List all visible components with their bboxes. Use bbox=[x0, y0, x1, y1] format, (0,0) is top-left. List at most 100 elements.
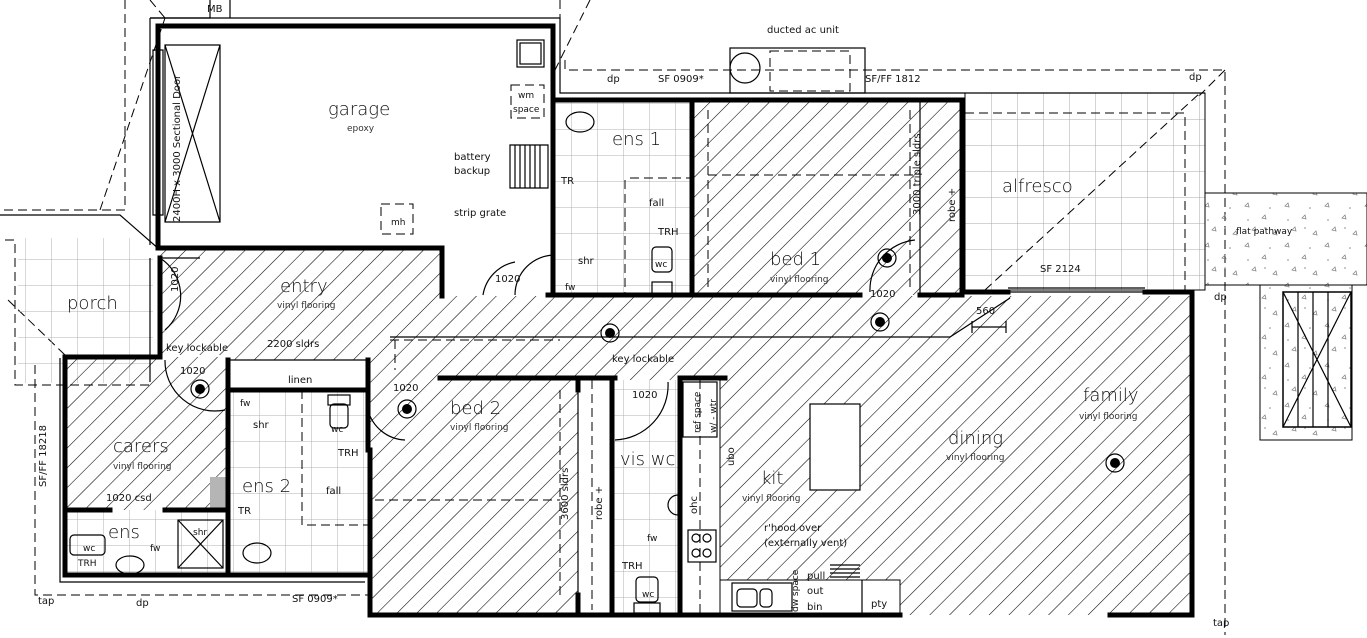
label-externally-vent: (externally vent) bbox=[764, 538, 847, 549]
downlight-icon bbox=[1105, 453, 1125, 473]
label-fw-vis-wc: fw bbox=[647, 534, 657, 544]
label-ohc: ohc bbox=[689, 496, 700, 514]
label-backup: backup bbox=[454, 166, 490, 177]
robe2-floor bbox=[578, 380, 612, 615]
kitchen-island bbox=[809, 403, 861, 491]
label-sf-0909-bottom: SF 0909* bbox=[292, 594, 338, 605]
label-dp: dp bbox=[607, 74, 620, 85]
kit-finish: vinyl flooring bbox=[742, 494, 801, 504]
room-bed1: bed 1 bbox=[770, 249, 821, 270]
label-shr-ens: shr bbox=[193, 528, 207, 538]
label-out: out bbox=[807, 586, 823, 597]
label-ubo: ubo bbox=[726, 447, 737, 466]
label-wc: wc bbox=[655, 260, 667, 270]
room-ens1: ens 1 bbox=[612, 129, 661, 150]
label-tap: tap bbox=[38, 596, 54, 607]
dimension-line bbox=[971, 321, 1007, 333]
label-trh-ens2: TRH bbox=[337, 448, 359, 459]
room-family: family bbox=[1083, 385, 1139, 406]
carers-floor-hatch bbox=[65, 357, 228, 510]
kitchen-bench-back bbox=[719, 579, 901, 616]
label-robe1: robe + bbox=[947, 188, 958, 222]
label-ref-space: ref space bbox=[693, 391, 703, 433]
label-dim-560: 560 bbox=[976, 306, 995, 317]
label-space: space bbox=[513, 105, 540, 115]
room-porch: porch bbox=[67, 293, 118, 314]
label-wc-ens: wc bbox=[83, 544, 95, 554]
label-door-1020-vis-wc: 1020 bbox=[632, 390, 657, 401]
label-dp-bottom: dp bbox=[136, 598, 149, 609]
bed1-floor-hatch bbox=[692, 100, 920, 295]
annotations: MB 2400H x 3000 Sectional Door wm space … bbox=[38, 4, 1293, 629]
label-dw-space: dw space bbox=[791, 569, 801, 612]
downlight-icon bbox=[600, 323, 620, 343]
label-pty: pty bbox=[871, 599, 887, 610]
downlight-icon bbox=[190, 379, 210, 399]
label-fall: fall bbox=[649, 198, 664, 209]
label-trh: TRH bbox=[657, 227, 679, 238]
room-bed2: bed 2 bbox=[450, 398, 501, 419]
room-entry: entry bbox=[280, 276, 328, 297]
label-fw: fw bbox=[565, 283, 575, 293]
label-dp-top-right: dp bbox=[1189, 72, 1202, 83]
garage-finish: epoxy bbox=[347, 124, 375, 134]
room-vis-wc: vis wc bbox=[620, 449, 675, 470]
carers-grey-box bbox=[210, 477, 228, 510]
label-sf-ff-18218: SF/FF 18218 bbox=[38, 425, 49, 487]
label-wc-vis-wc: wc bbox=[642, 590, 654, 600]
family-finish: vinyl flooring bbox=[1079, 412, 1138, 422]
label-door-1020-bed2: 1020 bbox=[393, 383, 418, 394]
label-door-1020-bed1: 1020 bbox=[870, 289, 895, 300]
label-shr-ens2: shr bbox=[253, 420, 270, 431]
room-garage: garage bbox=[328, 99, 390, 120]
room-kit: kit bbox=[761, 468, 783, 489]
label-door-1020-carers: 1020 bbox=[180, 366, 205, 377]
room-ens-small: ens bbox=[108, 522, 140, 543]
label-robe2: robe + bbox=[594, 486, 605, 520]
label-fw-ens2: fw bbox=[240, 399, 250, 409]
label-trh-vis-wc: TRH bbox=[621, 561, 643, 572]
label-trh-ens: TRH bbox=[77, 559, 97, 569]
downlight-icon bbox=[877, 248, 897, 268]
label-rhood-over: r'hood over bbox=[764, 523, 822, 534]
room-dining: dining bbox=[948, 428, 1003, 449]
room-alfresco: alfresco bbox=[1002, 176, 1073, 197]
label-mh: mh bbox=[391, 218, 405, 228]
dashed-lines bbox=[301, 110, 915, 615]
label-tr-ens2: TR bbox=[237, 506, 251, 517]
walls bbox=[59, 17, 1205, 618]
carers-finish: vinyl flooring bbox=[113, 462, 172, 472]
downlights bbox=[190, 248, 1125, 473]
ceiling-line bbox=[390, 297, 1011, 338]
label-fall-ens2: fall bbox=[326, 486, 341, 497]
label-sf-2124: SF 2124 bbox=[1040, 264, 1081, 275]
robe1-floor-hatch bbox=[920, 100, 962, 295]
label-shr: shr bbox=[578, 256, 595, 267]
label-2200-sldrs: 2200 sldrs bbox=[267, 339, 319, 350]
label-dp-right: dp bbox=[1214, 292, 1227, 303]
pathway-strip bbox=[1259, 284, 1353, 441]
label-key-lockable: key lockable bbox=[166, 343, 228, 354]
label-3600-sldrs: 3600 sldrs bbox=[560, 468, 571, 520]
label-mb: MB bbox=[207, 4, 223, 15]
label-pull: pull bbox=[807, 571, 825, 582]
label-ducted-ac: ducted ac unit bbox=[767, 25, 839, 36]
alfresco-roof-line bbox=[965, 92, 1201, 291]
flat-pathway-area bbox=[1204, 192, 1367, 286]
downlight-icon bbox=[397, 399, 417, 419]
label-1020-csd: 1020 csd bbox=[106, 493, 152, 504]
label-sectional-door: 2400H x 3000 Sectional Door bbox=[172, 74, 183, 222]
label-fw-ens: fw bbox=[150, 544, 160, 554]
label-wm: wm bbox=[518, 91, 534, 101]
deck-steps bbox=[1282, 291, 1352, 428]
label-door-1020-entry: 1020 bbox=[170, 267, 181, 292]
label-strip-grate: strip grate bbox=[454, 208, 506, 219]
room-carers: carers bbox=[113, 436, 169, 457]
label-bin: bin bbox=[807, 602, 822, 613]
label-flat-pathway: flat pathway bbox=[1236, 227, 1293, 237]
label-sf-0909: SF 0909* bbox=[658, 74, 704, 85]
label-sf-ff-1812: SF/FF 1812 bbox=[865, 74, 921, 85]
room-ens2: ens 2 bbox=[242, 476, 291, 497]
bed1-finish: vinyl flooring bbox=[770, 275, 829, 285]
